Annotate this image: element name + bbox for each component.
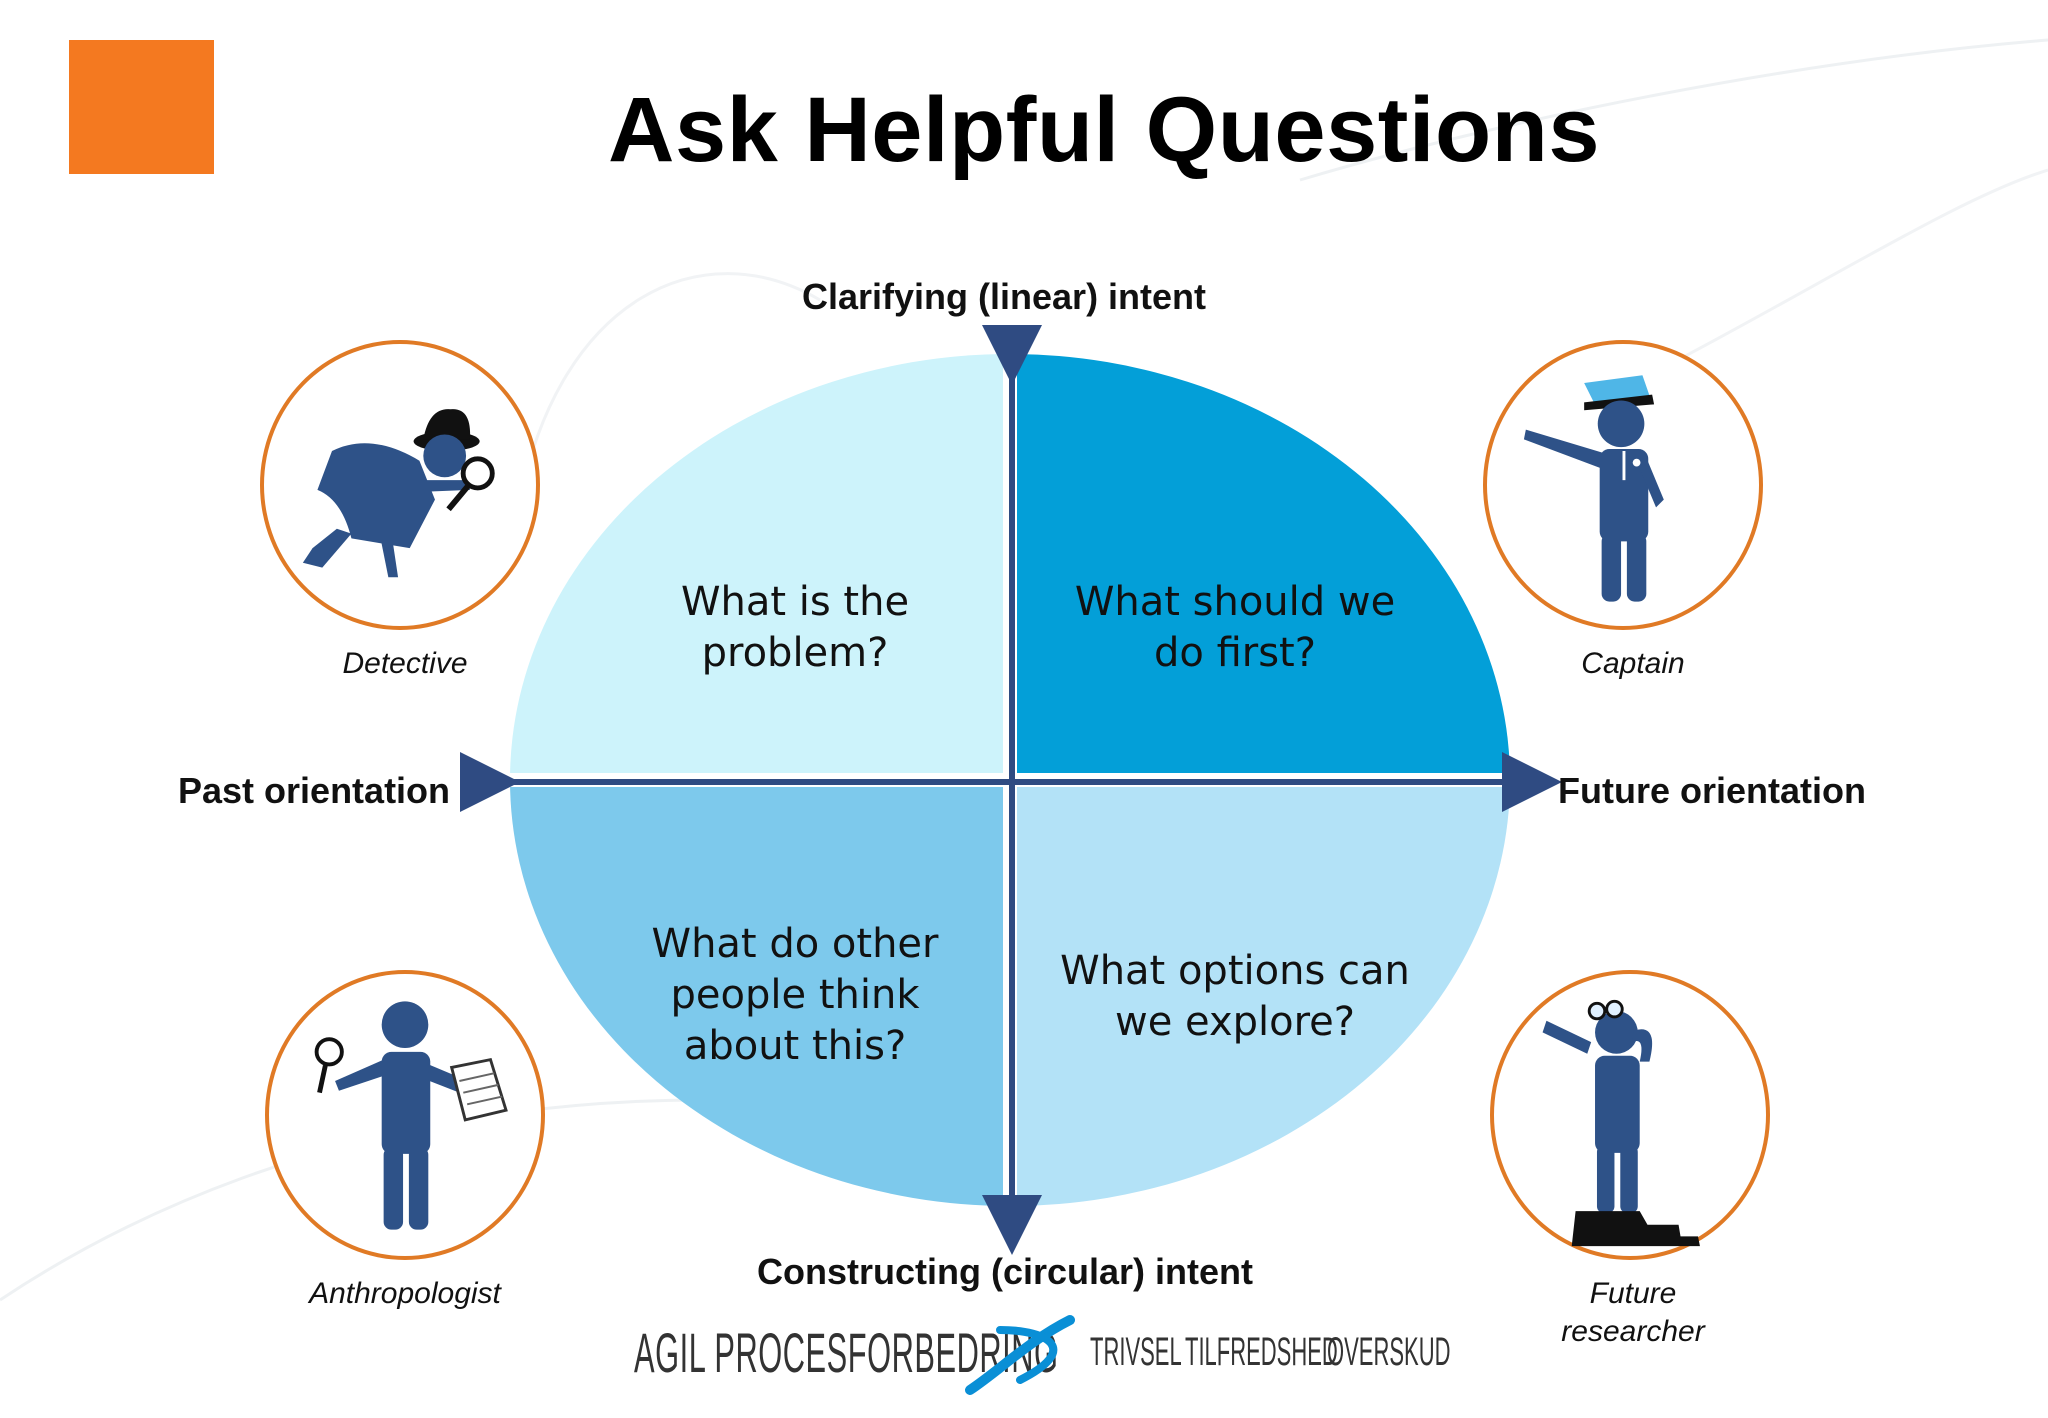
captain-icon <box>1483 340 1763 630</box>
accent-square <box>69 40 214 174</box>
role-label-detective: Detective <box>342 647 468 680</box>
anthropologist-icon <box>265 970 545 1260</box>
footer-word-overskud: OVERSKUD <box>1327 1330 1451 1374</box>
quadrant-text-top-left: What is the problem? <box>680 579 910 676</box>
quadrant-text-bottom-left: What do other people think about this? <box>651 921 939 1069</box>
quadrant-top-left <box>510 354 1008 778</box>
quadrant-text-top-right: What should we do first? <box>1074 579 1396 676</box>
quadrant-top-right <box>1012 354 1510 778</box>
footer-word-tilfredshed: TILFREDSHED <box>1185 1330 1338 1374</box>
detective-icon <box>260 340 540 630</box>
quadrant-text-bottom-right: What options can we explore? <box>1060 948 1410 1045</box>
role-label-anthropologist: Anthropologist <box>309 1277 501 1310</box>
axis-label-bottom: Constructing (circular) intent <box>757 1251 1254 1292</box>
future-researcher-icon <box>1490 970 1770 1260</box>
brand-swoosh-icon <box>965 1315 1075 1395</box>
axis-label-top: Clarifying (linear) intent <box>802 276 1207 317</box>
role-label-captain: Captain <box>1581 647 1685 680</box>
axis-label-left: Past orientation <box>178 770 451 811</box>
role-label-future-researcher: Future researcher <box>1561 1277 1705 1348</box>
slide-title: Ask Helpful Questions <box>608 79 1600 181</box>
axis-label-right: Future orientation <box>1558 770 1866 811</box>
footer-word-trivsel: TRIVSEL <box>1090 1330 1182 1374</box>
